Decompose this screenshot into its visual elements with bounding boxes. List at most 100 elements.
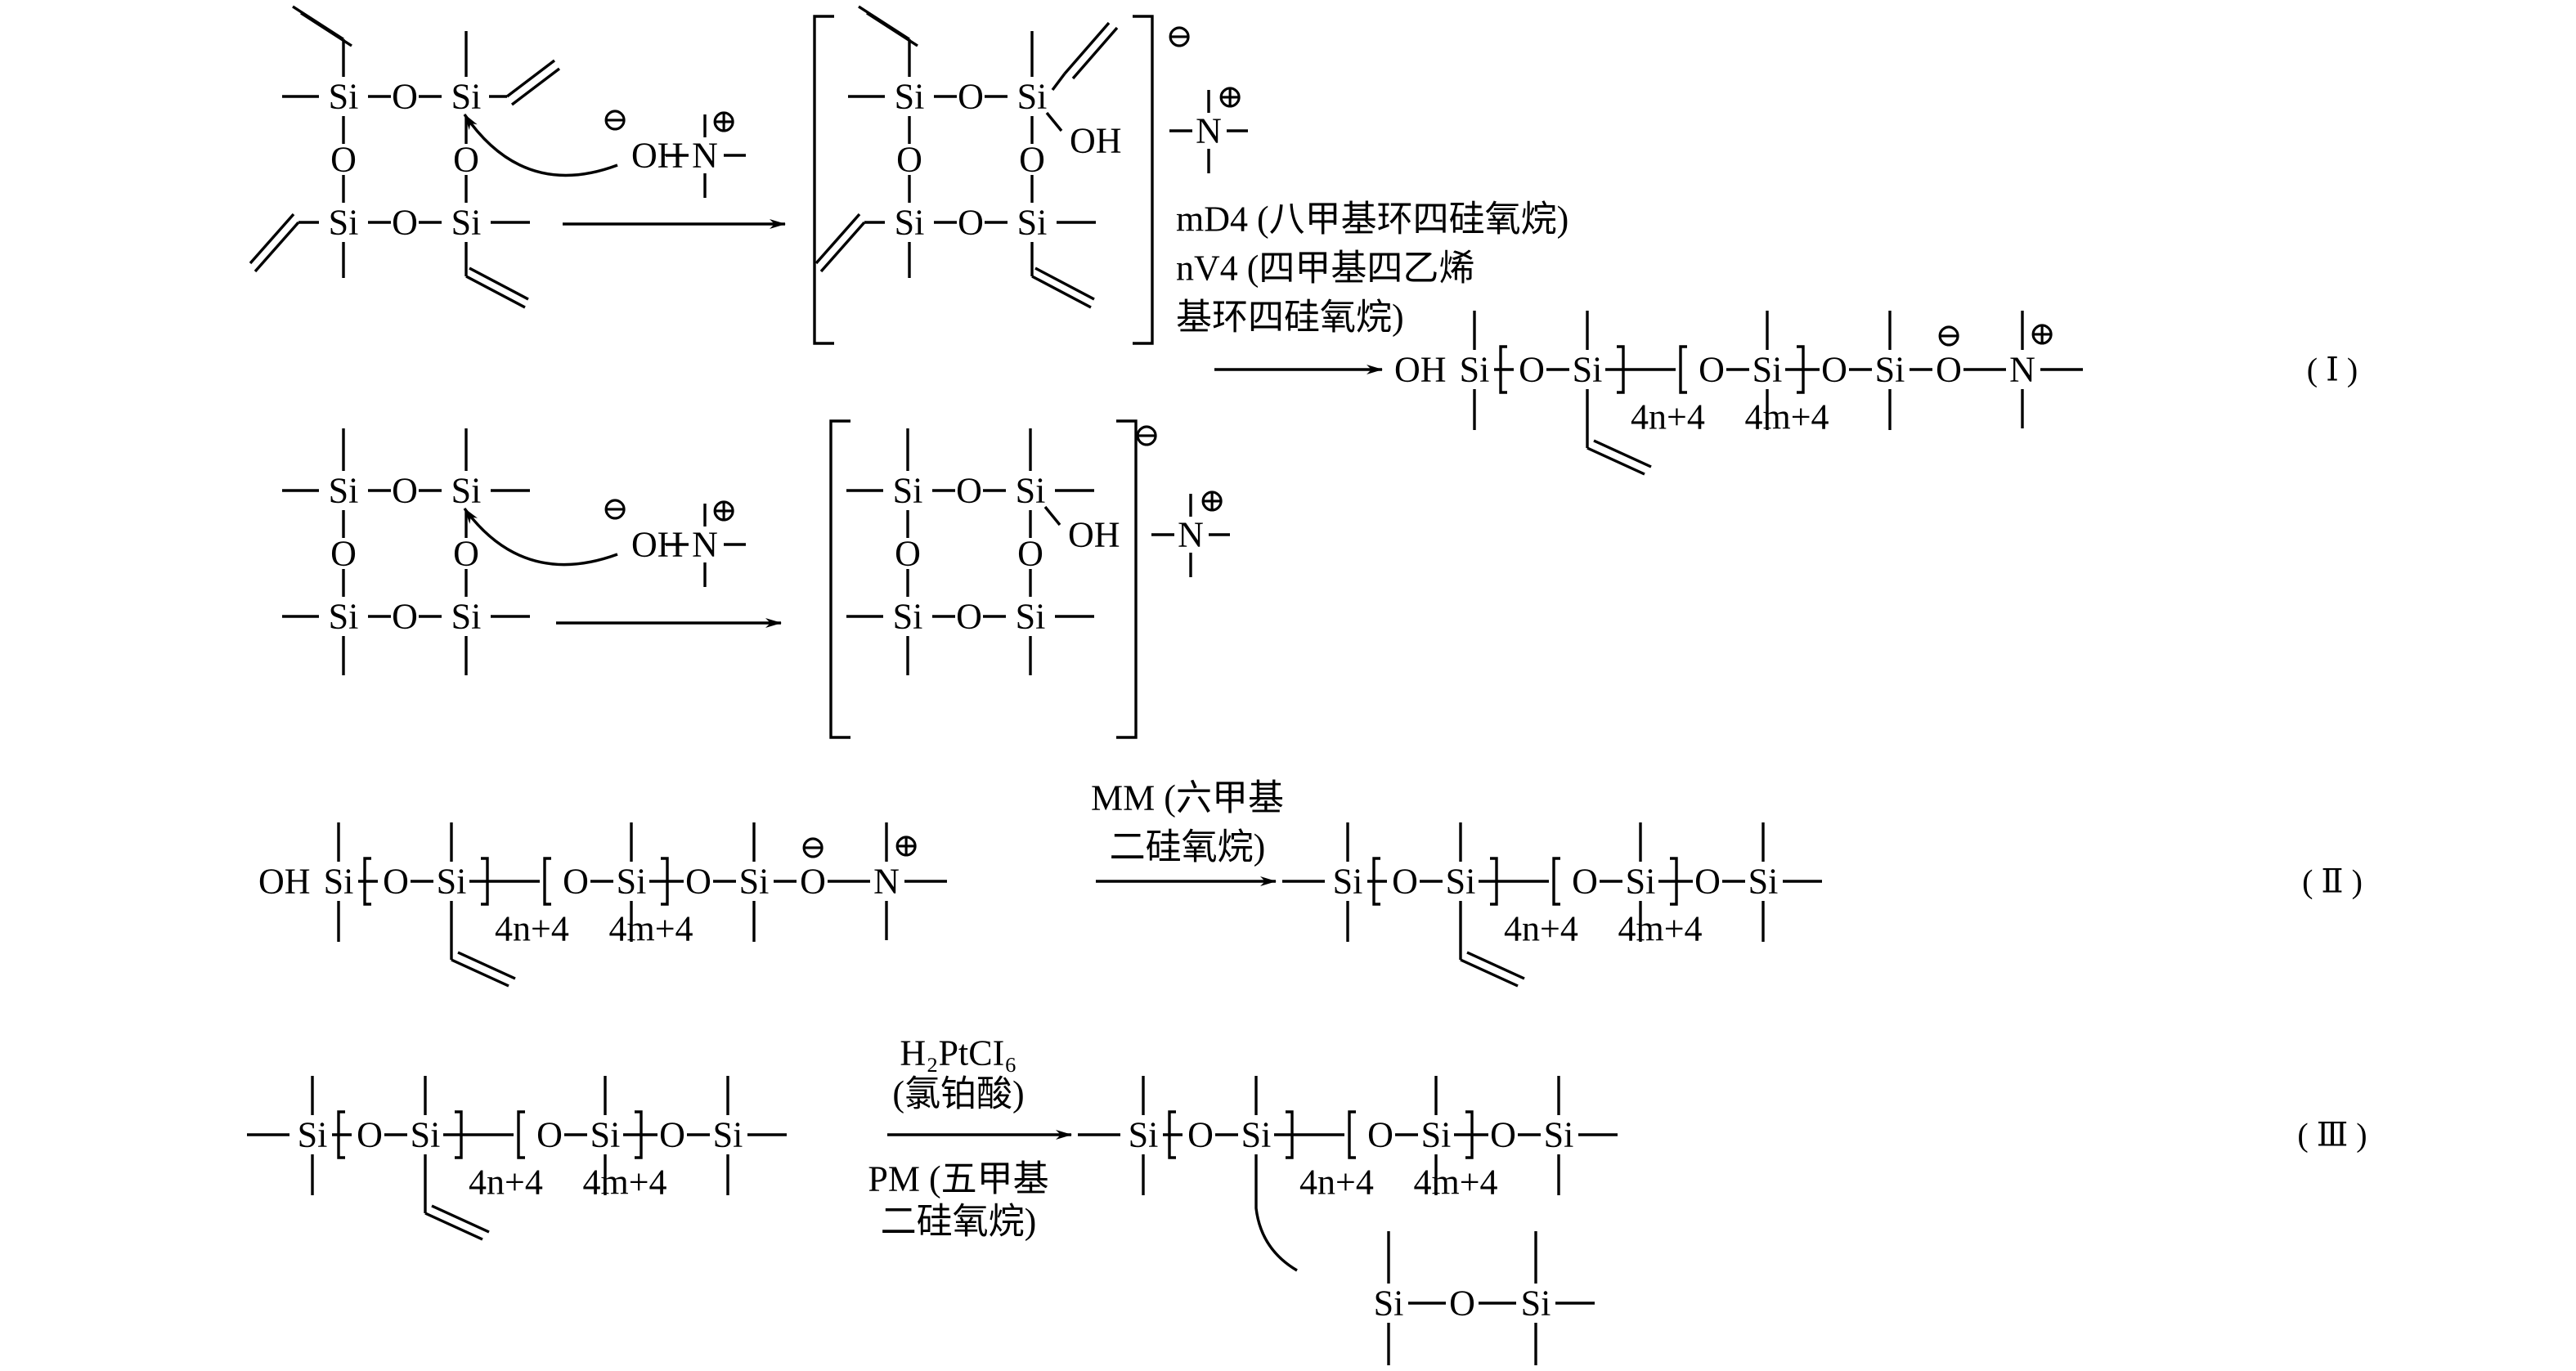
silicon-atom: Si — [451, 471, 482, 511]
vinyl-double-bond — [465, 275, 526, 309]
silicon-atom: Si — [1875, 350, 1905, 390]
oxygen-atom: O — [1367, 1115, 1393, 1155]
silicon-atom: Si — [329, 471, 359, 511]
vinyl-double-bond — [300, 11, 352, 47]
oxygen-atom: O — [1694, 862, 1721, 902]
bracket-right — [1116, 419, 1138, 739]
reagent-pm: PM (五甲基 — [868, 1159, 1048, 1199]
vinyl-double-bond — [1063, 21, 1111, 75]
silicon-atom: Si — [1521, 1284, 1551, 1324]
reagent-nv4: nV4 (四甲基四乙烯 — [1176, 249, 1474, 289]
silicon-atom: Si — [298, 1115, 328, 1155]
vinyl-double-bond — [249, 213, 295, 265]
oxygen-atom: O — [1936, 350, 1962, 390]
oxygen-atom: O — [1519, 350, 1545, 390]
oxygen-atom: O — [453, 140, 479, 180]
negative-charge: ⊖ — [1165, 18, 1193, 55]
oxygen-atom: O — [1572, 862, 1598, 902]
silicon-atom: Si — [1241, 1115, 1272, 1155]
nitrogen-atom: N — [873, 862, 900, 902]
silicon-atom: Si — [437, 862, 467, 902]
vinyl-double-bond — [819, 221, 866, 273]
bracket-left — [813, 15, 834, 345]
step-label-1: ( Ⅰ ) — [2307, 352, 2358, 388]
positive-charge: ⊕ — [1198, 482, 1226, 519]
silicon-atom: Si — [895, 203, 925, 243]
silicon-atom: Si — [451, 597, 482, 637]
repeat-count-m: 4m+4 — [1413, 1163, 1497, 1203]
oxygen-atom: O — [536, 1115, 563, 1155]
oxygen-atom: O — [1392, 862, 1418, 902]
oxygen-atom: O — [1449, 1284, 1475, 1324]
bond-lines — [247, 5, 2083, 1365]
silicon-atom: Si — [1016, 597, 1046, 637]
reagent-mm: MM (六甲基 — [1091, 778, 1284, 818]
vinyl-double-bond — [254, 221, 300, 273]
positive-charge: ⊕ — [710, 103, 738, 140]
vinyl-double-bond — [1460, 958, 1519, 988]
nucleophilic-attack-arrow — [463, 114, 618, 177]
hydroxyl-group: OH — [1394, 350, 1447, 390]
nitrogen-atom: N — [1196, 111, 1222, 151]
bracket-left — [829, 419, 850, 739]
vinyl-double-bond — [866, 11, 918, 47]
vinyl-double-bond — [1034, 267, 1095, 301]
vinyl-double-bond — [1593, 439, 1652, 468]
step-label-2: ( Ⅱ ) — [2302, 863, 2363, 900]
nitrogen-atom: N — [692, 136, 718, 176]
silicon-atom: Si — [617, 862, 647, 902]
hydroxyl-group: OH — [631, 525, 684, 565]
repeat-bracket — [543, 857, 551, 906]
silicon-atom: Si — [1017, 203, 1048, 243]
oxygen-atom: O — [956, 471, 982, 511]
nucleophilic-attack-arrow — [463, 507, 618, 567]
reagent-catalyst-name: (氯铂酸) — [892, 1074, 1024, 1114]
oxygen-atom: O — [895, 534, 921, 574]
silicon-atom: Si — [895, 77, 925, 117]
oxygen-atom: O — [956, 597, 982, 637]
hydroxyl-group: OH — [1068, 515, 1120, 555]
negative-charge: ⊖ — [1935, 317, 1963, 354]
silicon-atom: Si — [1752, 350, 1783, 390]
silicon-atom: Si — [1129, 1115, 1159, 1155]
reagent-nv4-cont: 基环四硅氧烷) — [1176, 298, 1404, 338]
silicon-atom: Si — [1016, 471, 1046, 511]
repeat-count-m: 4m+4 — [608, 909, 693, 949]
reagent-md4: mD4 (八甲基环四硅氧烷) — [1176, 199, 1568, 240]
hydroxyl-group: OH — [1070, 121, 1122, 161]
vinyl-double-bond — [431, 1204, 490, 1234]
oxygen-atom: O — [330, 140, 357, 180]
oxygen-atom: O — [958, 203, 984, 243]
vinyl-double-bond — [469, 267, 529, 301]
oxygen-atom: O — [1187, 1115, 1214, 1155]
repeat-count-n: 4n+4 — [495, 909, 569, 949]
nitrogen-atom: N — [692, 525, 718, 565]
silicon-atom: Si — [411, 1115, 441, 1155]
oxygen-atom: O — [563, 862, 589, 902]
silicon-atom: Si — [451, 77, 482, 117]
oxygen-atom: O — [392, 471, 418, 511]
silicon-atom: Si — [1626, 862, 1656, 902]
vinyl-bond — [1051, 72, 1066, 92]
silicon-atom: Si — [1544, 1115, 1574, 1155]
repeat-bracket — [517, 1110, 525, 1159]
hydroxyl-group: OH — [631, 136, 684, 176]
oxygen-atom: O — [392, 597, 418, 637]
silicon-atom: Si — [1421, 1115, 1452, 1155]
vinyl-double-bond — [457, 951, 516, 980]
oxygen-atom: O — [453, 534, 479, 574]
oxygen-atom: O — [896, 140, 922, 180]
positive-charge: ⊕ — [710, 492, 738, 529]
repeat-count-m: 4m+4 — [1618, 909, 1702, 949]
nitrogen-atom: N — [1178, 515, 1204, 555]
vinyl-double-bond — [1031, 275, 1092, 309]
si-oh-bond — [1043, 505, 1061, 526]
repeat-count-n: 4n+4 — [469, 1163, 543, 1203]
vinyl-double-bond — [815, 213, 861, 265]
silicon-atom: Si — [329, 203, 359, 243]
bracket-right — [1133, 15, 1154, 345]
silicon-atom: Si — [329, 77, 359, 117]
step-label-3: ( Ⅲ ) — [2297, 1117, 2367, 1154]
repeat-bracket — [1552, 857, 1560, 906]
